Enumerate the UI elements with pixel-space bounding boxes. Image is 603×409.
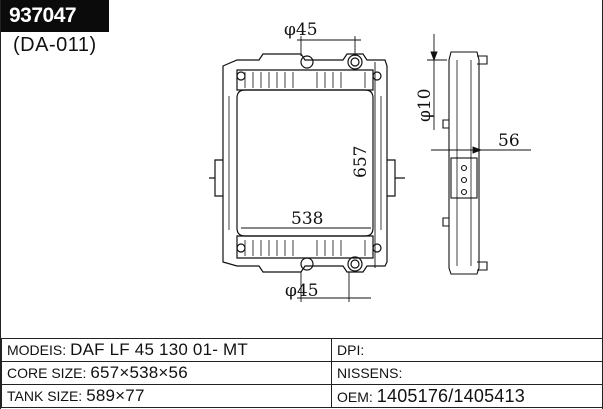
tank-size-label: TANK SIZE: <box>7 388 83 404</box>
boss-top-right <box>372 71 382 81</box>
boss-bottom-left <box>236 243 246 253</box>
front-view <box>209 53 405 273</box>
spec-table: MODEIS:DAF LF 45 130 01- MT DPI: CORE SI… <box>1 338 603 408</box>
side-tube <box>456 60 472 266</box>
oem-cell: OEM:1405176/1405413 <box>331 384 603 408</box>
arrow-side-pipe <box>430 51 438 62</box>
bottom-cap-left <box>300 257 314 271</box>
dimension-lines <box>241 34 531 302</box>
part-number-badge: 937047 <box>1 0 109 32</box>
table-row: MODEIS:DAF LF 45 130 01- MT DPI: <box>1 338 603 362</box>
label-top-inlet: φ45 <box>284 20 318 40</box>
table-row: TANK SIZE:589×77 OEM:1405176/1405413 <box>1 384 603 408</box>
label-width: 538 <box>291 209 323 229</box>
alt-code: (DA-011) <box>13 34 97 56</box>
label-bottom-outlet: φ45 <box>285 281 319 301</box>
dpi-label: DPI: <box>337 342 365 358</box>
models-value: DAF LF 45 130 01- MT <box>70 340 248 359</box>
side-view <box>442 51 488 275</box>
side-bolt-1 <box>460 164 468 172</box>
nissens-cell: NISSENS: <box>331 361 603 385</box>
dim-side-pipe <box>427 34 447 130</box>
table-row: CORE SIZE:657×538×56 NISSENS: <box>1 361 603 385</box>
models-cell: MODEIS:DAF LF 45 130 01- MT <box>1 338 332 362</box>
side-bottom-fitting <box>477 261 488 271</box>
models-label: MODEIS: <box>7 342 67 358</box>
top-tank-ribs <box>244 72 366 88</box>
side-top-fitting <box>477 55 488 65</box>
bottom-tank-ribs <box>244 240 366 256</box>
top-tank <box>236 69 374 91</box>
core-size-label: CORE SIZE: <box>7 365 87 381</box>
side-bracket <box>450 157 478 199</box>
core-size-cell: CORE SIZE:657×538×56 <box>1 361 332 385</box>
oem-label: OEM: <box>337 388 373 405</box>
top-cap-left <box>300 55 314 69</box>
top-cap-right-inner <box>350 57 360 67</box>
label-height: 657 <box>351 146 371 178</box>
side-left-tab <box>442 119 449 129</box>
arrow-depth <box>472 146 483 154</box>
top-cap-right <box>347 54 363 70</box>
label-depth: 56 <box>498 131 520 151</box>
label-side-pipe: φ10 <box>415 88 435 122</box>
bottom-cap-right-inner <box>350 259 360 269</box>
nissens-label: NISSENS: <box>337 365 403 381</box>
side-bolt-2 <box>460 176 468 184</box>
side-left-tab-2 <box>442 217 449 227</box>
oem-value: 1405176/1405413 <box>376 385 525 406</box>
tank-size-value: 589×77 <box>86 386 145 405</box>
left-mount <box>209 159 223 197</box>
bottom-cap-right <box>347 256 363 272</box>
dpi-cell: DPI: <box>331 338 603 362</box>
bottom-tank <box>236 235 374 259</box>
side-bolt-3 <box>460 188 468 196</box>
dim-bottom-outlet <box>297 272 371 302</box>
right-mount <box>387 159 405 197</box>
boss-top-left <box>236 71 246 81</box>
dim-top-inlet <box>297 36 361 56</box>
boss-bottom-right <box>372 243 382 253</box>
radiator-drawing: φ45 φ45 657 538 φ10 56 <box>209 20 531 302</box>
tank-size-cell: TANK SIZE:589×77 <box>1 384 332 408</box>
core-size-value: 657×538×56 <box>90 363 188 382</box>
side-body <box>448 51 480 275</box>
